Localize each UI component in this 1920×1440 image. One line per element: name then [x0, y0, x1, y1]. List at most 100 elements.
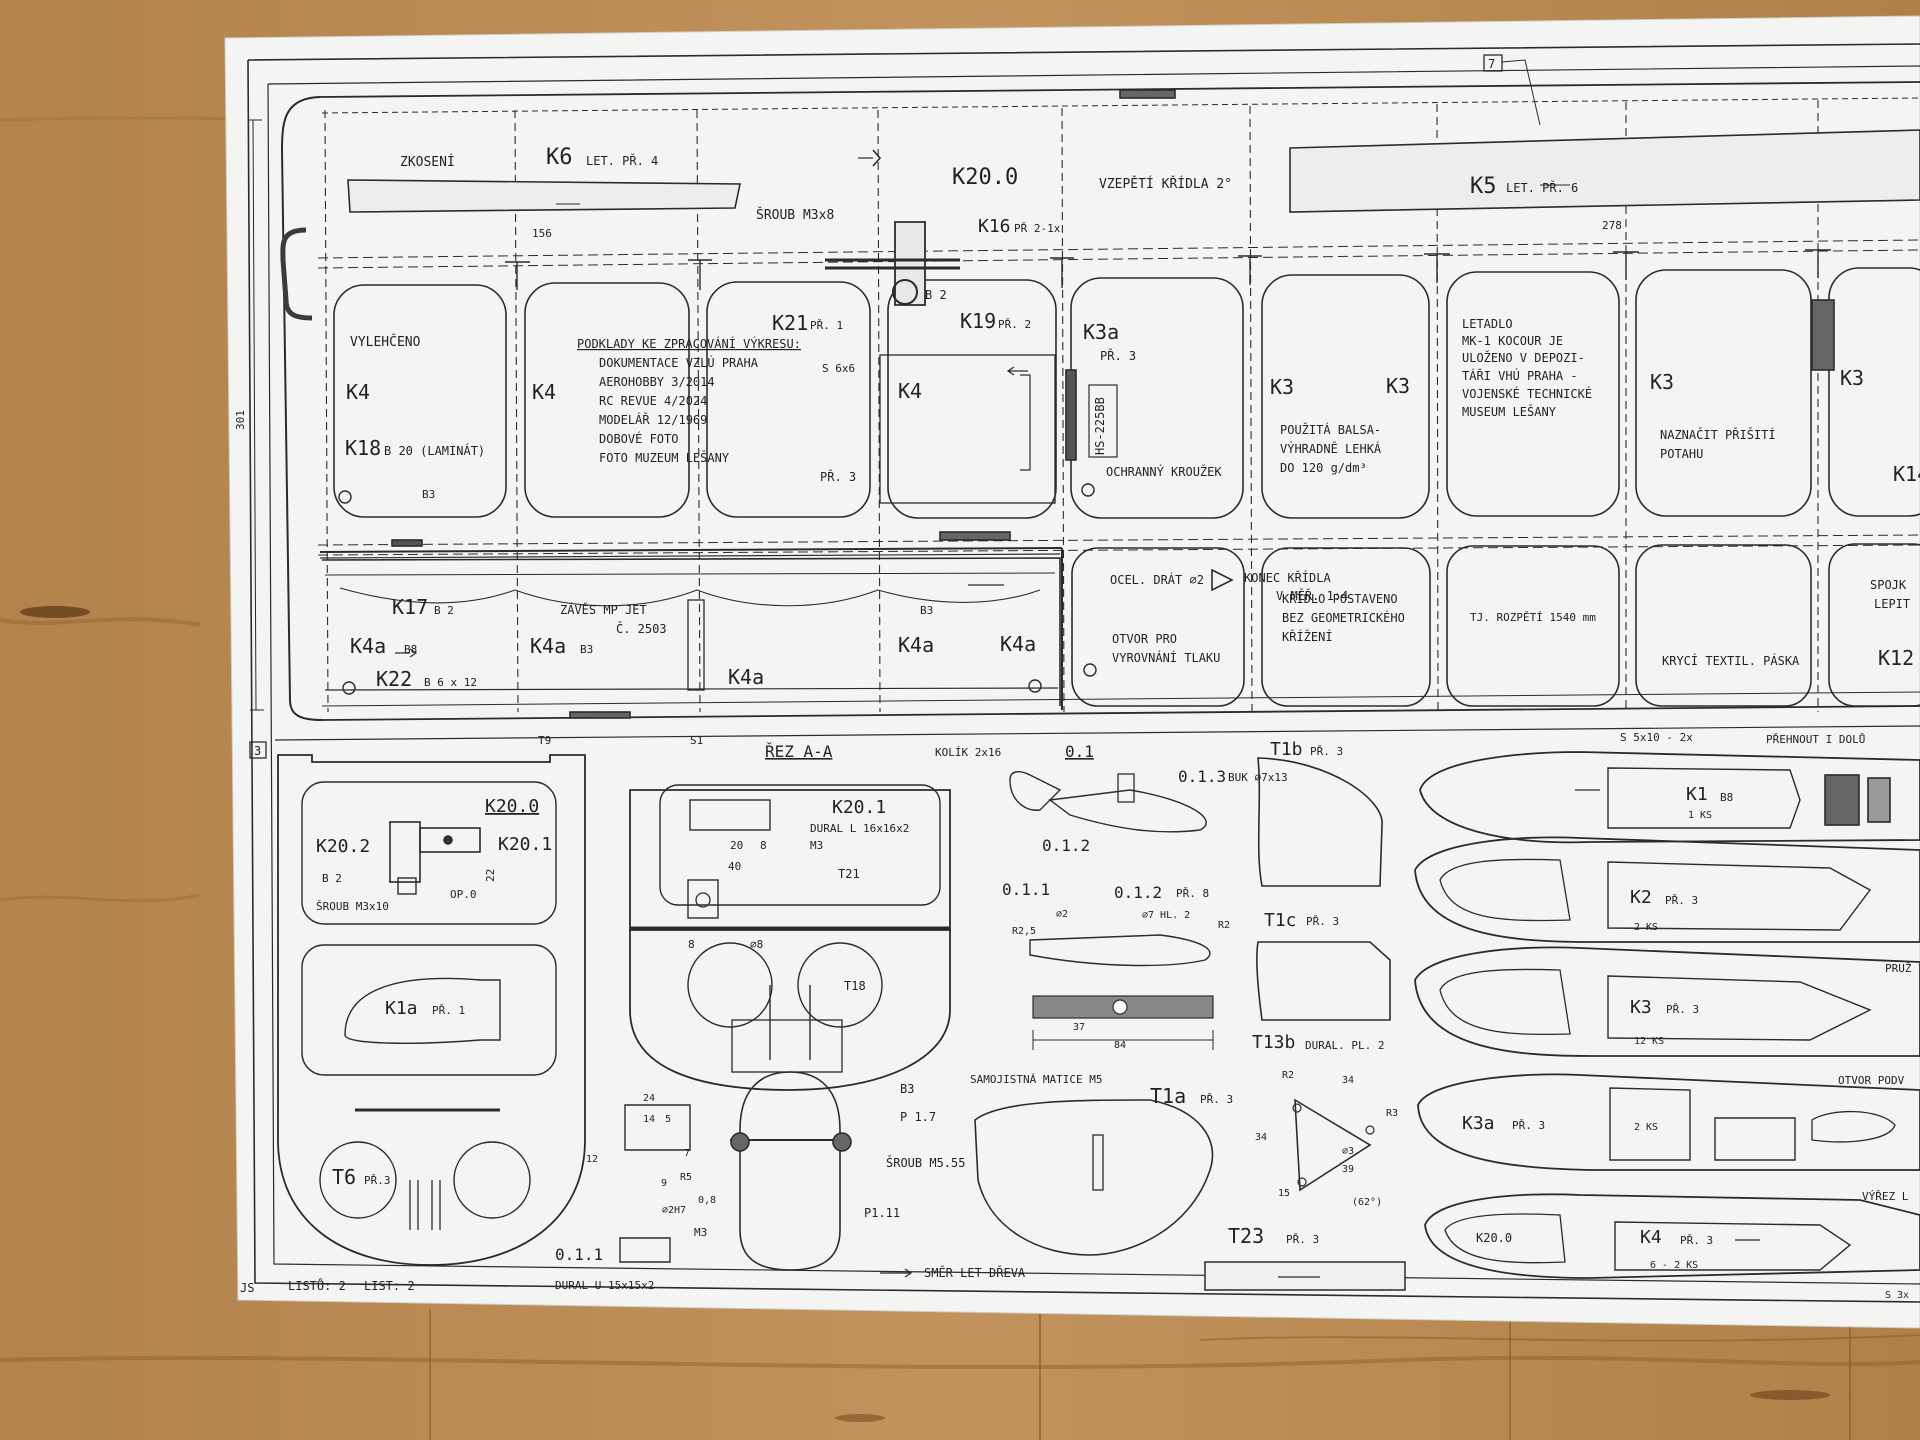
label-phi8: ⌀8 — [750, 938, 763, 951]
source-item-6: FOTO MUZEUM LEŠANY — [599, 450, 730, 465]
label-kridlo-2: BEZ GEOMETRICKÉHO — [1282, 610, 1405, 625]
label-k17: K17 — [392, 595, 428, 619]
label-s1: S1 — [690, 734, 703, 747]
rib-templates — [1414, 751, 1920, 1279]
sheets-total: LISTŮ: 2 — [288, 1278, 346, 1293]
label-t23: T23 — [1228, 1224, 1264, 1248]
label-s6x6: S 6x6 — [822, 362, 855, 375]
label-angle-62: (62°) — [1352, 1197, 1382, 1208]
label-k1: K1 — [1686, 784, 1708, 805]
label-m3b: M3 — [694, 1226, 707, 1239]
label-k4-rib: K4 — [1640, 1227, 1662, 1248]
label-k3-rib: K3 — [1630, 997, 1652, 1018]
label-letadlo-2: MK-1 KOCOUR JE — [1462, 334, 1563, 348]
label-t1c: T1c — [1264, 910, 1297, 931]
label-sroub-m3x10: ŠROUB M3x10 — [316, 900, 389, 913]
label-k3-c: K3 — [1650, 370, 1674, 394]
label-dim-301: 301 — [234, 410, 247, 430]
label-t13b: T13b — [1252, 1032, 1295, 1053]
label-k20-0-box: K20.0 — [485, 796, 539, 817]
label-pr3: PŘ. 3 — [1100, 348, 1136, 363]
label-k20-0: K20.0 — [952, 165, 1018, 190]
label-k19-note: PŘ. 2 — [998, 318, 1031, 331]
label-k16-note: PŘ 2-1x — [1014, 222, 1061, 235]
label-dim-08: 0,8 — [698, 1195, 716, 1206]
label-dim-40: 40 — [728, 860, 741, 873]
label-vyrez: VÝŘEZ L — [1862, 1190, 1909, 1203]
k6-part — [347, 179, 741, 213]
label-k1a-note: PŘ. 1 — [432, 1004, 465, 1017]
label-dim-39: 39 — [1342, 1164, 1354, 1175]
label-k4a-b: K4a — [530, 634, 566, 658]
label-vzepeti: VZEPĚTÍ KŘÍDLA 2° — [1099, 176, 1232, 192]
label-naznacit-2: POTAHU — [1660, 447, 1703, 461]
label-k20-0-rib: K20.0 — [1476, 1231, 1512, 1245]
label-konec-1: KONEC KŘÍDLA — [1244, 570, 1331, 585]
label-samojistna: SAMOJISTNÁ MATICE M5 — [970, 1073, 1102, 1086]
label-k4a-c: K4a — [728, 665, 764, 689]
label-k4a-e: K4a — [1000, 632, 1036, 656]
label-k4-rib-qty: 6 - 2 KS — [1650, 1260, 1698, 1271]
label-k3a-rib-qty: 2 KS — [1634, 1122, 1658, 1133]
label-k3a: K3a — [1083, 320, 1119, 344]
callout-7: 7 — [1488, 57, 1495, 71]
label-ochranny: OCHRANNÝ KROUŽEK — [1106, 464, 1222, 479]
label-k20-2: K20.2 — [316, 836, 370, 857]
label-k5-note: LET. PŘ. 6 — [1506, 180, 1578, 195]
label-otvor-2: VYROVNÁNÍ TLAKU — [1112, 650, 1220, 665]
label-p111: P1.11 — [864, 1206, 900, 1220]
label-k3-b: K3 — [1386, 374, 1410, 398]
label-dim-7: 7 — [684, 1148, 690, 1159]
label-dural-u: DURAL U 15x15x2 — [555, 1279, 654, 1292]
label-k2-qty: 2 KS — [1634, 922, 1658, 933]
label-t1a: T1a — [1150, 1084, 1186, 1108]
label-s5: S 5x10 - 2x — [1620, 731, 1693, 744]
detail-labels: T9 K20.0 K20.2 K20.1 B 2 ŠROUB M3x10 OP.… — [316, 731, 1912, 1301]
label-dural-l: DURAL L 16x16x2 — [810, 822, 909, 835]
label-konec-2: V MĚŘ. 1:4 — [1276, 588, 1348, 603]
label-k22-note: B 6 x 12 — [424, 676, 477, 689]
label-b3-b: B3 — [920, 604, 933, 617]
label-o11-b: 0.1.1 — [1002, 880, 1050, 899]
label-k3-a: K3 — [1270, 375, 1294, 399]
label-k21: K21 — [772, 311, 808, 335]
label-k3a-rib-note: PŘ. 3 — [1512, 1119, 1545, 1132]
label-k4a-b-note: B3 — [580, 643, 593, 656]
label-vylehceno: VYLEHČENO — [350, 334, 421, 350]
label-t1a-note: PŘ. 3 — [1200, 1093, 1233, 1106]
label-sroub-m3x8: ŠROUB M3x8 — [756, 207, 834, 223]
k20-fitting — [894, 221, 926, 306]
label-k4-a: K4 — [346, 380, 370, 404]
source-item-4: MODELÁŘ 12/1969 — [599, 412, 707, 427]
label-k4a-a-note: B8 — [404, 643, 417, 656]
label-k18: K18 — [345, 436, 381, 460]
label-k4a-d: K4a — [898, 633, 934, 657]
label-dim-37: 37 — [1073, 1022, 1085, 1033]
label-kryci: KRYCÍ TEXTIL. PÁSKA — [1662, 653, 1800, 668]
label-dim-8b: 8 — [688, 938, 695, 951]
label-dim-156: 156 — [532, 227, 552, 240]
label-k2-note: PŘ. 3 — [1665, 894, 1698, 907]
label-dim-5: 5 — [665, 1114, 671, 1125]
sheet-border — [247, 43, 1920, 1303]
label-dim-278: 278 — [1602, 219, 1622, 232]
label-k5: K5 — [1470, 174, 1497, 199]
label-t9: T9 — [538, 734, 551, 747]
label-k6-note: LET. PŘ. 4 — [586, 153, 658, 168]
label-phi3: ⌀3 — [1342, 1146, 1354, 1157]
label-smer: SMĚR LET DŘEVA — [924, 1265, 1026, 1280]
label-spojka-2: LEPIT — [1874, 597, 1910, 611]
label-dim-34: 34 — [1342, 1075, 1354, 1086]
label-kolik: KOLÍK 2x16 — [935, 746, 1001, 759]
label-letadlo-1: LETADLO — [1462, 317, 1513, 331]
label-dim-12: 12 — [586, 1154, 598, 1165]
label-r25: R2,5 — [1012, 926, 1036, 937]
label-pruz: PRUŽ — [1885, 962, 1912, 975]
label-t13b-note: DURAL. PL. 2 — [1305, 1039, 1384, 1052]
k5-part — [1289, 129, 1920, 213]
label-buk: BUK ⌀7x13 — [1228, 771, 1288, 784]
label-k16: K16 — [978, 216, 1011, 237]
label-dim-9: 9 — [661, 1178, 667, 1189]
label-prehnout: PŘEHNOUT I DOLŮ — [1766, 733, 1865, 746]
label-dim-24: 24 — [643, 1093, 655, 1104]
